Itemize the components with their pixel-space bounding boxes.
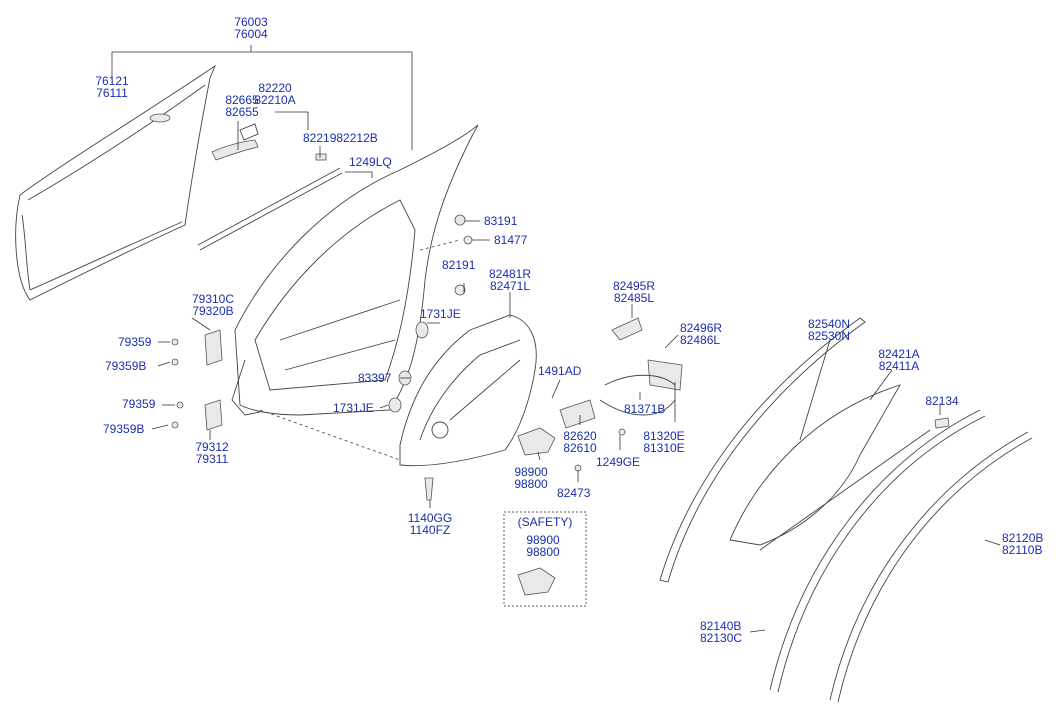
window-regulator-module [399, 314, 537, 467]
part-label: 79359B [105, 359, 146, 373]
part-label: (SAFETY) [518, 515, 573, 529]
part-label: 83397 [358, 371, 392, 385]
regulator-motor [517, 427, 556, 456]
part-label: 82134 [925, 394, 959, 408]
door-latch-and-links [559, 317, 683, 429]
run-channels [659, 317, 1033, 703]
part-label: 79359 [122, 397, 156, 411]
safety-box [503, 511, 587, 607]
door-glass [729, 384, 931, 551]
part-label: 81477 [494, 233, 528, 247]
part-label: 83191 [484, 214, 518, 228]
part-label: 79359 [118, 335, 152, 349]
part-label: 79359B [103, 422, 144, 436]
fasteners [171, 214, 626, 501]
belt-weatherstrip [197, 153, 343, 251]
part-label: 81371B [624, 402, 665, 416]
part-label: 1731JE [333, 401, 374, 415]
part-label: 1731JE [420, 307, 461, 321]
part-label: 8221982212B [303, 131, 378, 145]
leader-lines [111, 45, 1001, 633]
part-label: 1249GE [596, 455, 640, 469]
hinges [204, 329, 223, 431]
part-label: 1249LQ [349, 155, 392, 169]
part-label: 82473 [557, 486, 591, 500]
door-outer-panel [15, 64, 216, 301]
door-frame [231, 124, 479, 461]
outside-handle [211, 123, 259, 161]
part-label: 82191 [442, 258, 476, 272]
part-label: 1491AD [538, 364, 582, 378]
